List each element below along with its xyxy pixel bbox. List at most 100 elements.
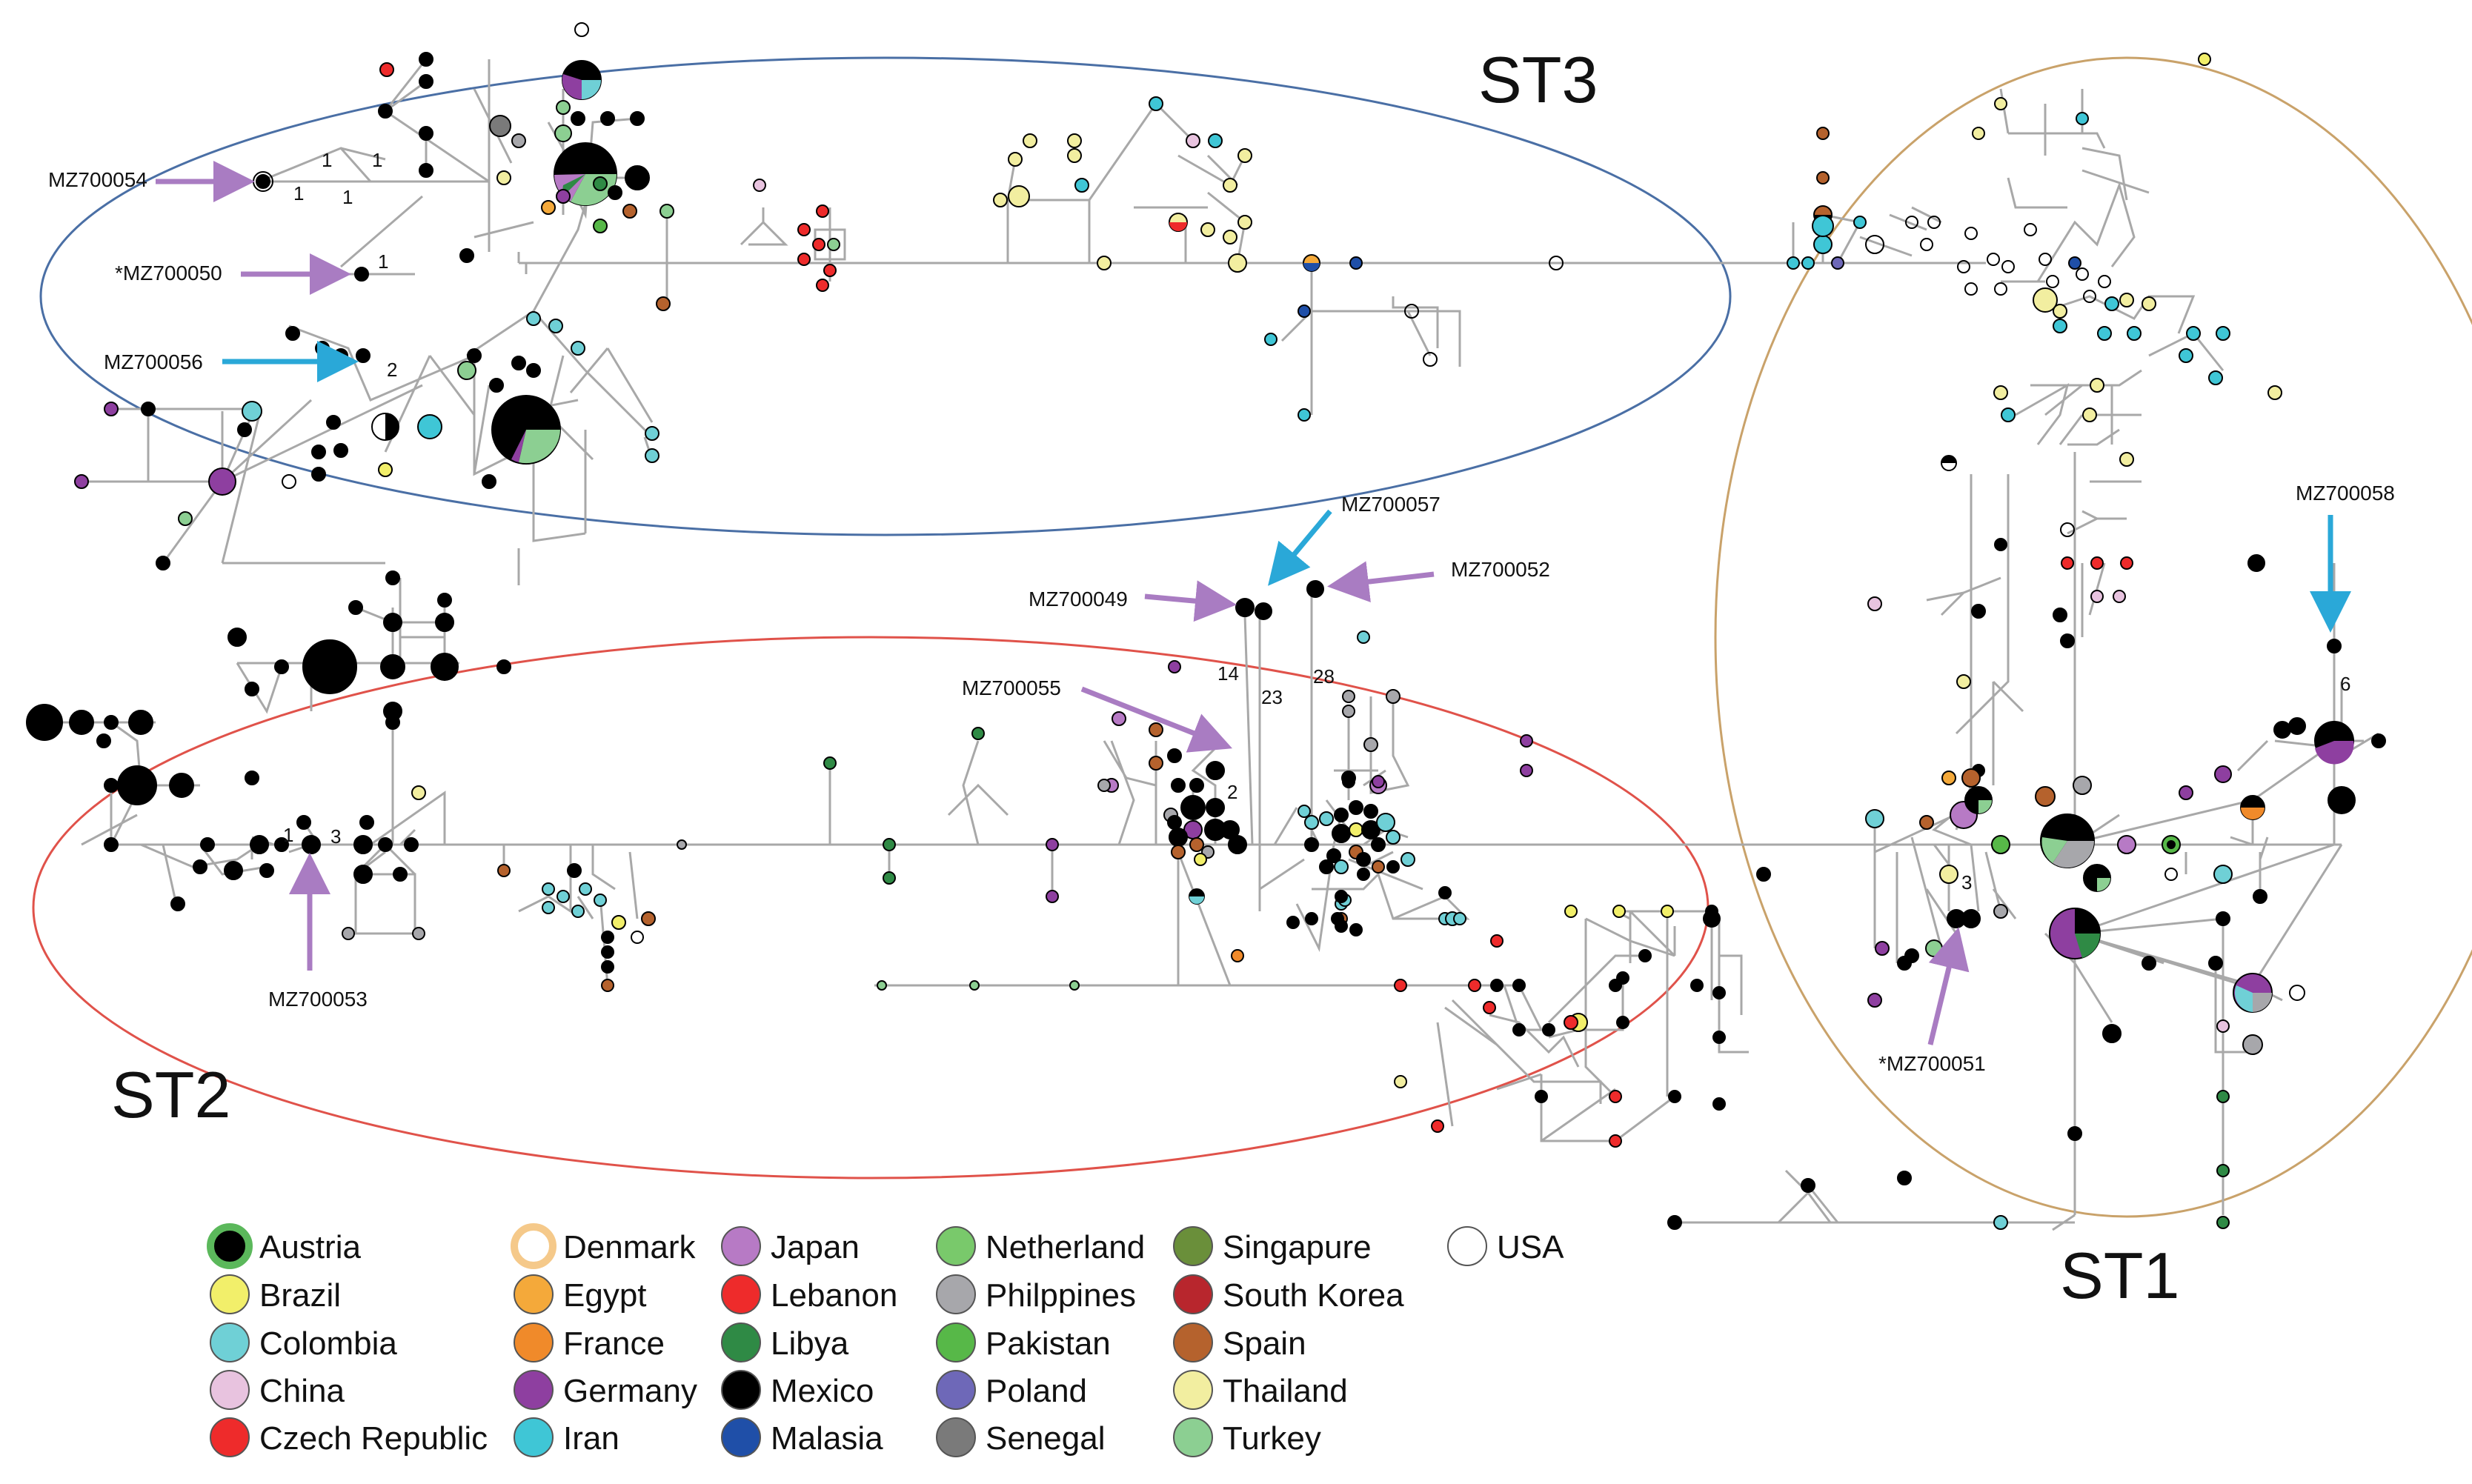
cluster-titles: ST3 ST2 ST1 xyxy=(111,43,2179,1312)
legend-swatch xyxy=(514,1417,554,1457)
legend-label: Egypt xyxy=(563,1277,647,1314)
branch-label: 2 xyxy=(387,359,397,381)
legend-label: Turkey xyxy=(1223,1420,1321,1457)
branch-label: 1 xyxy=(378,250,388,273)
legend-swatch xyxy=(514,1370,554,1410)
legend-swatch xyxy=(1173,1274,1213,1314)
legend-label: Poland xyxy=(986,1373,1087,1409)
branch-label: 1 xyxy=(322,149,332,171)
legend-item-brazil: Brazil xyxy=(210,1274,341,1314)
legend-item-senegal: Senegal xyxy=(936,1417,1105,1457)
label-mz700053: MZ700053 xyxy=(268,988,368,1011)
label-mz700058: MZ700058 xyxy=(2296,482,2395,505)
legend-label: Libya xyxy=(771,1325,849,1362)
branch-label: 3 xyxy=(1961,871,1972,894)
annotation-arrows xyxy=(156,161,2351,1045)
legend-item-japan: Japan xyxy=(721,1226,860,1266)
label-mz700057: MZ700057 xyxy=(1341,493,1441,516)
legend-swatch xyxy=(936,1226,976,1266)
legend-item-austria: Austria xyxy=(207,1223,361,1269)
legend-item-lebanon: Lebanon xyxy=(721,1274,897,1314)
legend-item-thailand: Thailand xyxy=(1173,1370,1348,1410)
legend-label: Philppines xyxy=(986,1277,1136,1314)
legend-label: Spain xyxy=(1223,1325,1306,1362)
legend-swatch xyxy=(1173,1370,1213,1410)
legend-swatch xyxy=(936,1370,976,1410)
legend-label: USA xyxy=(1497,1229,1564,1265)
legend-label: Czech Republic xyxy=(259,1420,488,1457)
legend-label: Brazil xyxy=(259,1277,341,1314)
legend-item-china: China xyxy=(210,1370,345,1410)
legend-item-libya: Libya xyxy=(721,1322,849,1362)
label-mz700054: MZ700054 xyxy=(48,168,147,191)
legend-label: Germany xyxy=(563,1373,697,1409)
legend-swatch xyxy=(514,1274,554,1314)
legend-label: China xyxy=(259,1373,345,1409)
legend-item-colombia: Colombia xyxy=(210,1322,397,1362)
branch-labels: 1 1 1 1 1 2 1 3 14 23 28 2 3 6 xyxy=(283,149,2350,894)
legend-swatch xyxy=(210,1274,250,1314)
label-mz700056: MZ700056 xyxy=(104,350,203,373)
legend-label: Pakistan xyxy=(986,1325,1111,1362)
branch-label: 23 xyxy=(1261,686,1283,708)
legend-label: Senegal xyxy=(986,1420,1105,1457)
legend-item-mexico: Mexico xyxy=(721,1370,874,1410)
legend-item-turkey: Turkey xyxy=(1173,1417,1321,1457)
network-nodes xyxy=(26,22,2386,1230)
legend-swatch xyxy=(721,1226,761,1266)
st2-title: ST2 xyxy=(111,1058,230,1131)
branch-label: 1 xyxy=(293,182,304,204)
legend-item-denmark: Denmark xyxy=(511,1223,696,1269)
branch-label: 28 xyxy=(1313,665,1335,688)
legend-swatch xyxy=(210,1370,250,1410)
legend-label: Thailand xyxy=(1223,1373,1348,1409)
legend-item-philppines: Philppines xyxy=(936,1274,1136,1314)
legend-label: Colombia xyxy=(259,1325,397,1362)
legend-swatch xyxy=(511,1223,556,1269)
legend-label: Iran xyxy=(563,1420,619,1457)
legend-label: France xyxy=(563,1325,665,1362)
st3-title: ST3 xyxy=(1478,43,1598,116)
legend-item-iran: Iran xyxy=(514,1417,619,1457)
legend-swatch xyxy=(936,1274,976,1314)
label-mz700051: *MZ700051 xyxy=(1878,1052,1986,1075)
legend-label: Mexico xyxy=(771,1373,874,1409)
legend-item-usa: USA xyxy=(1447,1226,1564,1266)
annotation-labels: MZ700054 *MZ700050 MZ700056 MZ700057 MZ7… xyxy=(48,168,2395,1075)
legend-item-netherland: Netherland xyxy=(936,1226,1145,1266)
legend-swatch xyxy=(936,1322,976,1362)
legend-item-spain: Spain xyxy=(1173,1322,1306,1362)
label-mz700050: *MZ700050 xyxy=(115,262,222,285)
legend-label: Japan xyxy=(771,1229,860,1265)
legend-swatch xyxy=(210,1417,250,1457)
branch-label: 2 xyxy=(1227,781,1237,803)
st3-cluster-outline xyxy=(39,56,1732,536)
legend-item-pakistan: Pakistan xyxy=(936,1322,1111,1362)
legend-item-singapure: Singapure xyxy=(1173,1226,1372,1266)
st1-title: ST1 xyxy=(2060,1239,2179,1312)
legend-swatch xyxy=(721,1322,761,1362)
branch-label: 1 xyxy=(342,186,353,208)
label-mz700049: MZ700049 xyxy=(1029,588,1128,610)
legend-swatch xyxy=(1173,1417,1213,1457)
legend-item-malasia: Malasia xyxy=(721,1417,883,1457)
legend-swatch xyxy=(514,1322,554,1362)
legend-label: Netherland xyxy=(986,1229,1145,1265)
legend-item-egypt: Egypt xyxy=(514,1274,647,1314)
branch-label: 1 xyxy=(372,149,382,171)
legend-label: Austria xyxy=(259,1229,361,1265)
branch-label: 14 xyxy=(1217,662,1239,685)
legend-swatch xyxy=(936,1417,976,1457)
legend-label: South Korea xyxy=(1223,1277,1404,1314)
label-mz700055: MZ700055 xyxy=(962,676,1061,699)
label-mz700052: MZ700052 xyxy=(1451,558,1550,581)
legend-label: Lebanon xyxy=(771,1277,897,1314)
legend-swatch xyxy=(1447,1226,1487,1266)
branch-label: 3 xyxy=(330,825,341,848)
legend-swatch xyxy=(721,1417,761,1457)
legend-label: Denmark xyxy=(563,1229,696,1265)
legend-swatch xyxy=(210,1322,250,1362)
legend-item-germany: Germany xyxy=(514,1370,697,1410)
